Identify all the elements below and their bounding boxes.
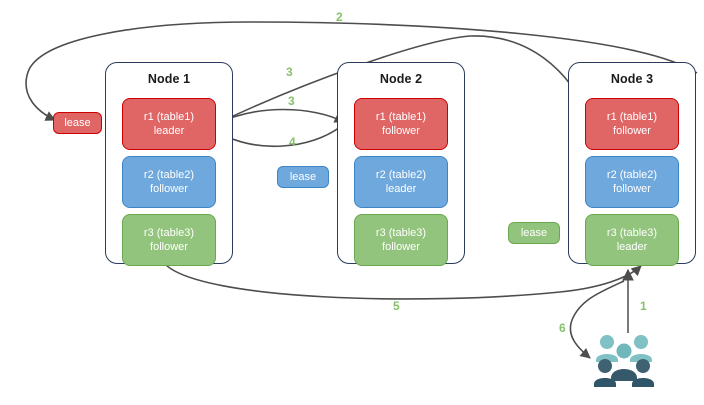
- lease-badge-r1[interactable]: lease: [53, 112, 102, 134]
- replica-name: r1 (table1): [375, 111, 427, 123]
- step-label-3-upper: 3: [286, 65, 293, 79]
- step-label-2: 2: [336, 10, 343, 24]
- step-label-6: 6: [559, 321, 566, 335]
- lease-badge-r2[interactable]: lease: [277, 166, 329, 188]
- replica-name: r2 (table2): [375, 169, 427, 181]
- node-title: Node 2: [379, 72, 423, 86]
- step-label-4: 4: [289, 135, 296, 149]
- replica-r2[interactable]: r2 (table2) leader: [354, 156, 448, 208]
- replica-r2[interactable]: r2 (table2) follower: [585, 156, 679, 208]
- replica-r2[interactable]: r2 (table2) follower: [122, 156, 216, 208]
- replica-role: follower: [382, 241, 420, 253]
- replica-name: r3 (table3): [143, 227, 195, 239]
- replica-r1[interactable]: r1 (table1) follower: [354, 98, 448, 150]
- lease-label: lease: [520, 227, 548, 239]
- replica-name: r1 (table1): [143, 111, 195, 123]
- lease-badge-r3[interactable]: lease: [508, 222, 560, 244]
- replica-role: follower: [382, 125, 420, 137]
- replica-role: follower: [613, 125, 651, 137]
- step-label-3-lower: 3: [288, 94, 295, 108]
- replica-name: r1 (table1): [606, 111, 658, 123]
- users-icon: [594, 335, 654, 387]
- edge-step-3-lower: [215, 108, 345, 125]
- node-title: Node 1: [147, 72, 191, 86]
- step-label-5: 5: [393, 299, 400, 313]
- replica-name: r2 (table2): [606, 169, 658, 181]
- replica-name: r2 (table2): [143, 169, 195, 181]
- replica-role: leader: [385, 183, 417, 195]
- replica-role: leader: [616, 241, 648, 253]
- replica-role: follower: [150, 241, 188, 253]
- replica-name: r3 (table3): [375, 227, 427, 239]
- edge-step-4: [219, 123, 345, 148]
- replica-r3[interactable]: r3 (table3) follower: [122, 214, 216, 266]
- replica-role: follower: [150, 183, 188, 195]
- replica-r1[interactable]: r1 (table1) leader: [122, 98, 216, 150]
- edge-step-5: [164, 263, 642, 300]
- node-box-1[interactable]: Node 1 r1 (table1) leader r2 (table2) fo…: [105, 62, 233, 266]
- replica-r3[interactable]: r3 (table3) leader: [585, 214, 679, 266]
- replica-role: follower: [613, 183, 651, 195]
- step-label-1: 1: [640, 299, 647, 313]
- node-title: Node 3: [610, 72, 654, 86]
- replica-role: leader: [153, 125, 185, 137]
- replica-r3[interactable]: r3 (table3) follower: [354, 214, 448, 266]
- node-box-2[interactable]: Node 2 r1 (table1) follower r2 (table2) …: [337, 62, 465, 266]
- replica-r1[interactable]: r1 (table1) follower: [585, 98, 679, 150]
- node-box-3[interactable]: Node 3 r1 (table1) follower r2 (table2) …: [568, 62, 696, 266]
- lease-label: lease: [289, 171, 317, 183]
- replica-name: r3 (table3): [606, 227, 658, 239]
- lease-label: lease: [64, 117, 91, 129]
